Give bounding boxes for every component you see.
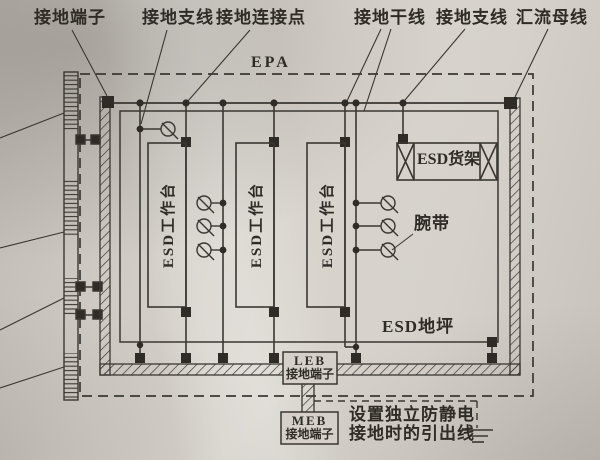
workbench-3-label: ESD工作台 — [320, 181, 336, 269]
workbench-3-box — [306, 142, 346, 308]
workbench-2-label: ESD工作台 — [249, 181, 265, 269]
epa-label: EPA — [251, 54, 291, 71]
connection-dots — [136, 99, 407, 351]
meb-terminal-box — [280, 411, 339, 445]
leb-name: LEB — [293, 353, 326, 368]
label-bus-bar: 汇流母线 — [516, 8, 588, 27]
label-ground-connection-point: 接地连接点 — [216, 8, 306, 27]
meb-name: MEB — [291, 413, 328, 428]
wrist-strap-symbols — [143, 121, 399, 261]
floor-label: ESD地坪 — [382, 317, 455, 336]
shelf-label: ESD货架 — [417, 151, 481, 168]
left-edge-leader-lines — [0, 112, 65, 389]
workbench-1-label: ESD工作台 — [161, 181, 177, 269]
bonding-squares — [102, 96, 517, 363]
earth-ground-symbol — [463, 429, 493, 443]
label-ground-branch-right: 接地支线 — [436, 8, 508, 27]
electrode-wall-connectors — [75, 134, 103, 320]
workbench-2-box — [235, 142, 275, 308]
workbench-1-box — [147, 142, 187, 308]
label-ground-branch-left: 接地支线 — [142, 8, 214, 27]
label-leader-lines — [71, 28, 549, 251]
meb-label: 接地端子 — [285, 427, 334, 441]
leb-label: 接地端子 — [285, 367, 334, 381]
leb-meb-connector — [301, 384, 315, 412]
note-line-2: 接地时的引出线 — [349, 424, 475, 443]
label-ground-terminal: 接地端子 — [34, 8, 106, 27]
note-line-1: 设置独立防静电 — [349, 405, 475, 424]
shelf-box — [396, 142, 498, 181]
esd-floor-outline — [119, 110, 499, 343]
label-ground-trunk: 接地干线 — [354, 8, 426, 27]
grounding-electrode-bar — [63, 71, 79, 401]
leb-terminal-box — [282, 351, 338, 385]
lead-out-dashed-line — [314, 400, 478, 428]
wrist-strap-label: 腕带 — [414, 214, 450, 233]
